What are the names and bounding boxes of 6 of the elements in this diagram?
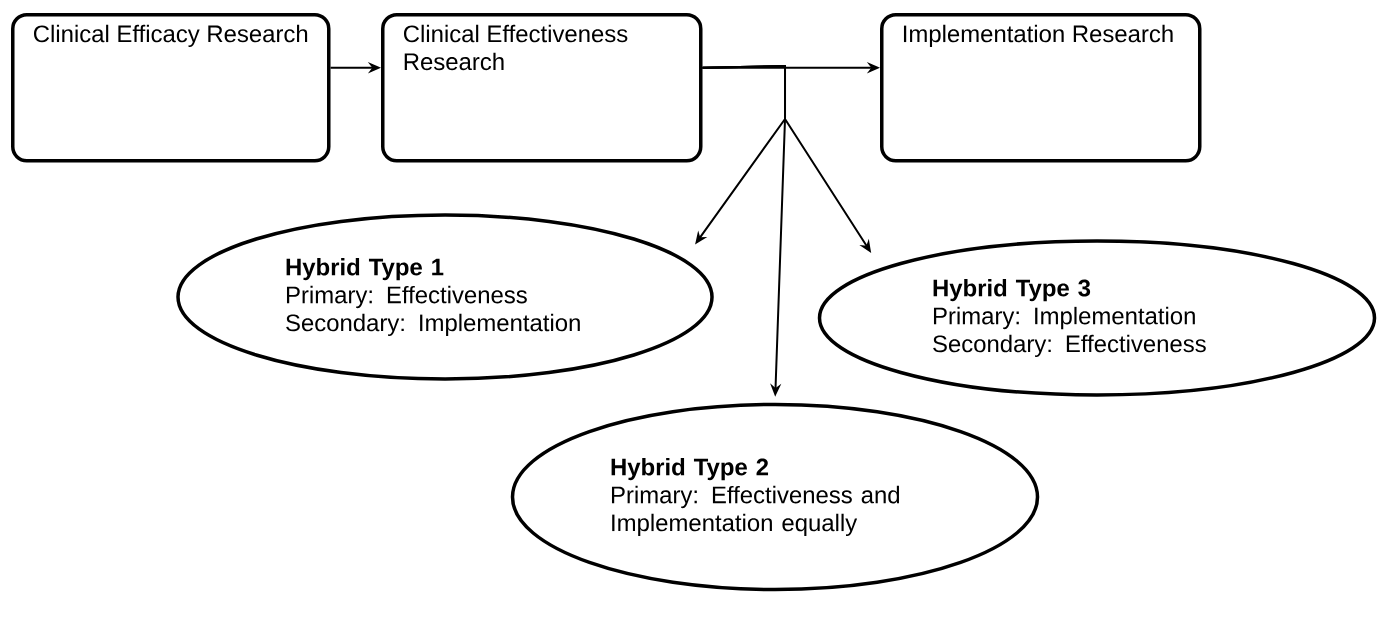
ellipse-node: Hybrid Type 3 Primary: Implementation Secondary: Effectiveness: [817, 239, 1377, 397]
process-box: Clinical Effectiveness Research: [381, 13, 703, 163]
process-box: Clinical Efficacy Research: [11, 13, 331, 163]
ellipse-node: Hybrid Type 2 Primary: Effectiveness and Implementation equally: [510, 402, 1040, 592]
process-box: Implementation Research: [880, 13, 1202, 163]
ellipse-node: Hybrid Type 1 Primary: Effectiveness Secondary: Implementation: [176, 213, 714, 381]
